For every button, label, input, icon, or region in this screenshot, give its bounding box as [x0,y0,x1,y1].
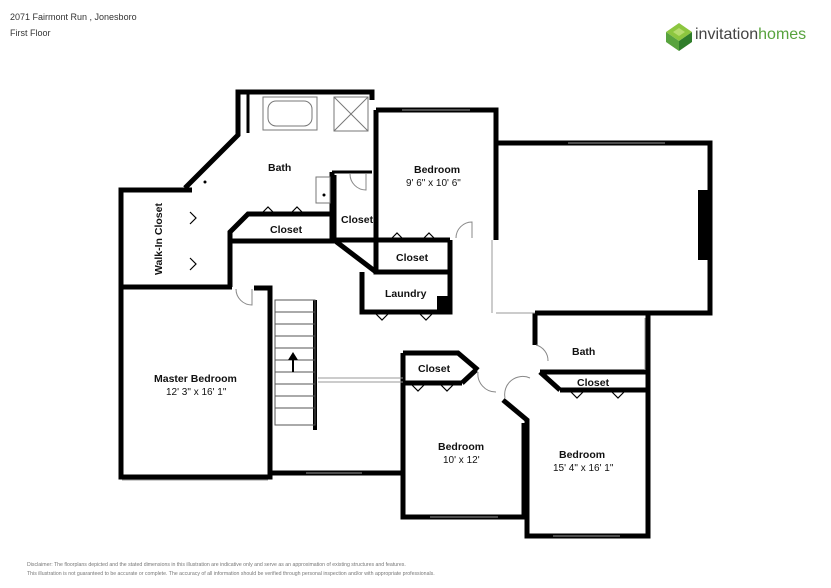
disclaimer-line-2: This illustration is not guaranteed to b… [27,571,435,577]
wall-master [118,285,273,480]
label-closet-a: Closet [270,224,303,236]
wall-bath-top [183,89,375,190]
stair-arrow-icon [288,352,298,372]
walls [118,89,713,539]
wall-closet-c [373,240,453,275]
label-closet-d: Closet [418,363,451,375]
dims-bedroom-top: 9' 6" x 10' 6" [406,178,461,189]
staircase [274,299,316,426]
label-bedroom-mid: Bedroom [438,441,484,453]
floor-label: First Floor [10,28,51,38]
label-walk-in-closet: Walk-In Closet [153,203,165,275]
wall-bedroom-mid [403,350,480,372]
wall-closet-a [227,211,334,244]
dims-master-bedroom: 12' 3" x 16' 1" [166,387,227,398]
dims-bedroom-mid: 10' x 12' [443,455,480,466]
label-closet-e: Closet [577,377,610,389]
label-bedroom-top: Bedroom [414,164,460,176]
bathtub [262,96,369,204]
property-address: 2071 Fairmont Run , Jonesboro [10,12,137,22]
dims-bedroom-right: 15' 4" x 16' 1" [553,463,614,474]
windows [122,109,665,537]
disclaimer-line-1: Disclaimer: The floorplans depicted and … [27,562,406,568]
label-closet-b: Closet [341,214,374,226]
closet-doors [189,206,625,399]
wall-laundry [359,272,453,315]
label-closet-c: Closet [396,252,429,264]
brand-logo-icon [666,23,692,51]
label-laundry: Laundry [385,288,427,300]
laundry-cabinet [437,296,449,311]
brand-wordmark: invitationhomes [695,26,807,43]
fan-icon [203,180,326,197]
label-master-bedroom: Master Bedroom [154,373,237,385]
label-bedroom-right: Bedroom [559,449,605,461]
brand-logo: invitationhomes [664,22,824,52]
door-swings [235,173,549,399]
wall-large-room [496,140,713,316]
fireplace [698,190,708,260]
label-bath-top: Bath [268,162,291,174]
label-bath-right: Bath [572,346,595,358]
